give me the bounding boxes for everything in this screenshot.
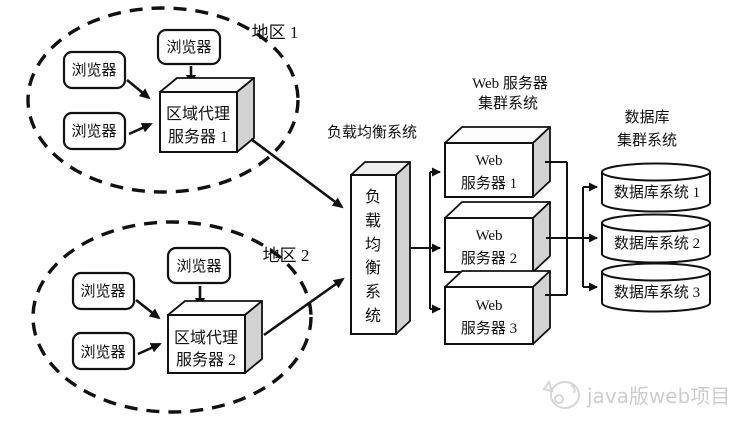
- web-cluster-title-line1: Web 服务器: [472, 75, 548, 92]
- arrow-browser-to-proxy1: [126, 78, 151, 100]
- database-2-node: 数据库系统 2: [601, 213, 711, 264]
- proxy-label-line1: 区域代理: [174, 329, 238, 347]
- region-2: 地区 2 浏览器 浏览器 浏览器 区域代理 服务器 2: [31, 220, 313, 414]
- lb-char: 载: [365, 212, 381, 230]
- arrow-proxy1-to-lb: [250, 137, 344, 209]
- browser-node: 浏览器: [166, 246, 232, 285]
- proxy-box-side: [244, 300, 263, 374]
- lb-char: 衡: [365, 259, 381, 277]
- arrow-browser-to-proxy2: [137, 342, 162, 356]
- lb-box-front: [350, 174, 397, 335]
- db-cylinder-sides: [601, 172, 711, 203]
- region-1-boundary: [26, 6, 300, 194]
- web-server-line1: Web: [475, 228, 502, 244]
- arrow-browser-to-proxy2: [135, 298, 161, 320]
- proxy-box-front: [167, 314, 246, 374]
- web-server-2-node: Web 服务器 2: [444, 201, 551, 273]
- proxy-server-1-node: 区域代理 服务器 1: [159, 77, 255, 153]
- browser-box: [62, 50, 127, 90]
- browser-box: [62, 111, 127, 151]
- browser-label: 浏览器: [71, 62, 116, 79]
- web-to-db-wiring: [545, 161, 598, 296]
- lb-char: 系: [365, 283, 381, 301]
- browser-node: 浏览器: [62, 111, 127, 151]
- region-1: 地区 1 浏览器 浏览器 浏览器 区域代理 服务器 1: [26, 6, 300, 194]
- db-cluster: 数据库 集群系统 数据库系统 1 数据库系统 2 数据库系统 3: [601, 109, 711, 313]
- lb-to-web-wiring: [410, 167, 441, 314]
- browser-node: 浏览器: [71, 271, 136, 311]
- db-cluster-title-line2: 集群系统: [617, 132, 677, 149]
- region-2-boundary: [31, 220, 313, 414]
- db-cylinder-sides: [601, 223, 711, 254]
- load-balancer-title: 负载均衡系统: [327, 124, 417, 141]
- proxy-label-line2: 服务器 1: [168, 128, 228, 146]
- watermark: java版web项目: [542, 379, 730, 409]
- web-server-line2: 服务器 2: [461, 250, 517, 267]
- browser-box: [166, 246, 232, 285]
- browser-label: 浏览器: [80, 283, 125, 300]
- database-3-node: 数据库系统 3: [601, 262, 711, 313]
- watermark-logo-icon: [542, 379, 580, 409]
- db-cylinder-sides: [601, 272, 711, 303]
- lb-char: 负: [365, 188, 381, 206]
- database-1-node: 数据库系统 1: [601, 162, 711, 213]
- proxy-label-line2: 服务器 2: [176, 351, 236, 369]
- watermark-text: java版web项目: [586, 384, 730, 408]
- browser-label: 浏览器: [80, 344, 125, 361]
- browser-box: [71, 271, 136, 311]
- browser-label: 浏览器: [176, 258, 221, 275]
- browser-node: 浏览器: [62, 50, 127, 90]
- arrow-proxy2-to-lb: [263, 277, 345, 337]
- proxy-box-front: [159, 91, 238, 153]
- proxy-server-2-node: 区域代理 服务器 2: [167, 300, 263, 374]
- browser-label: 浏览器: [166, 39, 211, 56]
- web-server-line1: Web: [475, 298, 502, 314]
- db-cylinder-top: [601, 262, 711, 282]
- arrow-browser-to-proxy1: [128, 122, 153, 136]
- web-cluster-title-line2: 集群系统: [478, 95, 538, 112]
- db-label: 数据库系统 3: [614, 284, 700, 301]
- web-server-line2: 服务器 3: [461, 320, 517, 337]
- db-label: 数据库系统 1: [614, 184, 700, 201]
- load-balancer-node: 负载均衡系统 负 载 均 衡 系 统: [327, 124, 417, 335]
- browser-box: [71, 331, 136, 371]
- web-server-1-node: Web 服务器 1: [444, 126, 551, 198]
- web-box-front: [444, 142, 534, 198]
- db-label: 数据库系统 2: [614, 235, 700, 252]
- web-box-front: [444, 286, 534, 345]
- browser-box: [156, 28, 222, 66]
- web-server-3-node: Web 服务器 3: [444, 270, 551, 345]
- db-cylinder-top: [601, 162, 711, 182]
- lb-box-side: [395, 161, 411, 335]
- browser-node: 浏览器: [71, 331, 136, 371]
- browser-node: 浏览器: [156, 28, 222, 66]
- region-2-label: 地区 2: [263, 246, 310, 265]
- lb-char: 统: [365, 307, 381, 325]
- lb-char: 均: [365, 236, 381, 254]
- browser-label: 浏览器: [71, 123, 116, 140]
- db-cluster-title-line1: 数据库: [624, 109, 669, 126]
- web-server-line1: Web: [475, 153, 502, 169]
- proxy-label-line1: 区域代理: [166, 105, 230, 123]
- region-1-label: 地区 1: [252, 23, 299, 42]
- web-cluster: Web 服务器 集群系统 Web 服务器 1 Web 服务器 2 Web 服务器…: [444, 75, 551, 345]
- db-cylinder-top: [601, 213, 711, 233]
- web-server-line2: 服务器 1: [461, 175, 517, 192]
